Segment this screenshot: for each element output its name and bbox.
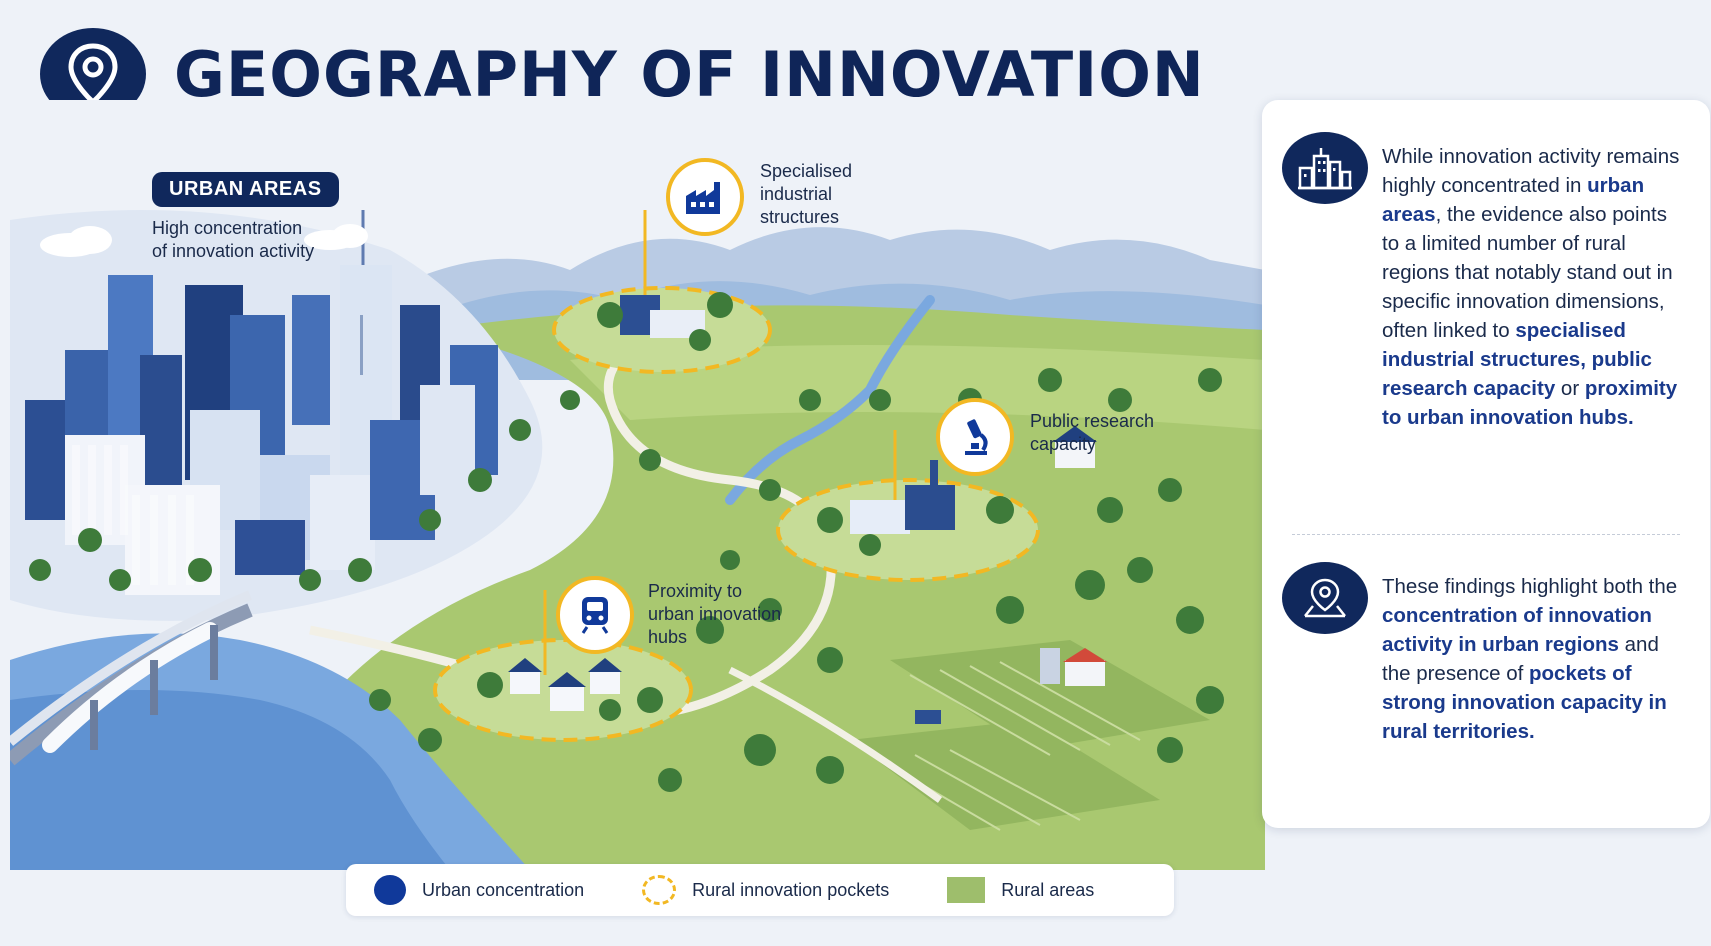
proximity-label-line-3: hubs bbox=[648, 627, 688, 647]
city-icon-badge bbox=[1282, 132, 1368, 204]
legend-item-pockets: Rural innovation pockets bbox=[642, 875, 889, 905]
innovation-map bbox=[10, 100, 1265, 870]
legend-item-rural: Rural areas bbox=[947, 877, 1094, 903]
paragraph-2-text-b: and the presence of bbox=[1382, 633, 1659, 685]
location-pin-icon bbox=[68, 43, 118, 106]
urban-desc-line-1: High concentration bbox=[152, 218, 303, 238]
proximity-label-line-1: Proximity to bbox=[648, 581, 743, 601]
research-marker bbox=[936, 398, 1014, 476]
paragraph-2-highlight-concentration: concentration of innovation activity in … bbox=[1382, 604, 1652, 656]
research-label: Public research capacity bbox=[1030, 410, 1154, 456]
industrial-label: Specialised industrial structures bbox=[760, 160, 852, 229]
paragraph-1-highlight-structures: specialised industrial structures, publi… bbox=[1382, 319, 1652, 400]
map-pin-icon bbox=[1304, 578, 1346, 618]
industrial-label-line-2: industrial bbox=[760, 184, 833, 204]
legend-item-urban: Urban concentration bbox=[374, 875, 584, 905]
panel-paragraph-2: These findings highlight both the concen… bbox=[1382, 572, 1688, 746]
urban-desc-line-2: of innovation activity bbox=[152, 241, 315, 261]
paragraph-2-highlight-pockets: pockets of strong innovation capacity in… bbox=[1382, 662, 1667, 743]
industrial-label-line-3: structures bbox=[760, 207, 840, 227]
paragraph-1-highlight-urban: urban areas bbox=[1382, 174, 1645, 226]
microscope-icon bbox=[965, 419, 988, 455]
proximity-marker bbox=[556, 576, 634, 654]
urban-areas-badge: URBAN AREAS bbox=[152, 172, 339, 207]
proximity-label: Proximity to urban innovation hubs bbox=[648, 580, 781, 649]
urban-areas-callout: URBAN AREAS High concentration of innova… bbox=[152, 172, 372, 263]
paragraph-1-text-d: . bbox=[1627, 406, 1634, 429]
research-label-line-1: Public research bbox=[1030, 411, 1155, 431]
pocket-ring-swatch-icon bbox=[642, 875, 677, 905]
paragraph-2-text-a: These findings highlight both the bbox=[1382, 575, 1678, 598]
panel-divider bbox=[1292, 534, 1680, 535]
legend-label-rural: Rural areas bbox=[1001, 879, 1095, 900]
pin-icon-badge bbox=[1282, 562, 1368, 634]
panel-paragraph-1: While innovation activity remains highly… bbox=[1382, 142, 1688, 432]
legend-label-urban: Urban concentration bbox=[422, 879, 585, 900]
findings-panel: While innovation activity remains highly… bbox=[1262, 100, 1710, 828]
train-icon bbox=[581, 597, 609, 634]
map-legend: Urban concentration Rural innovation poc… bbox=[346, 864, 1174, 916]
paragraph-1-text-c: or bbox=[1555, 377, 1585, 400]
paragraph-1-text-a: While innovation activity remains highly… bbox=[1382, 145, 1680, 197]
legend-label-pockets: Rural innovation pockets bbox=[692, 879, 890, 900]
paragraph-2-text-c: . bbox=[1528, 720, 1535, 743]
proximity-label-line-2: urban innovation bbox=[648, 604, 782, 624]
factory-icon bbox=[686, 182, 720, 214]
page-title: GEOGRAPHY OF INNOVATION bbox=[174, 37, 1205, 111]
industrial-marker bbox=[666, 158, 744, 236]
city-buildings-icon bbox=[1298, 148, 1352, 190]
research-label-line-2: capacity bbox=[1030, 434, 1097, 454]
rural-swatch-icon bbox=[947, 877, 986, 903]
title-row: GEOGRAPHY OF INNOVATION bbox=[40, 28, 1205, 120]
paragraph-1-highlight-proximity: proximity to urban innovation hubs bbox=[1382, 377, 1678, 429]
urban-areas-description: High concentration of innovation activit… bbox=[152, 217, 372, 263]
industrial-label-line-1: Specialised bbox=[760, 161, 853, 181]
urban-swatch-icon bbox=[374, 875, 406, 905]
paragraph-1-text-b: , the evidence also points to a limited … bbox=[1382, 203, 1673, 342]
